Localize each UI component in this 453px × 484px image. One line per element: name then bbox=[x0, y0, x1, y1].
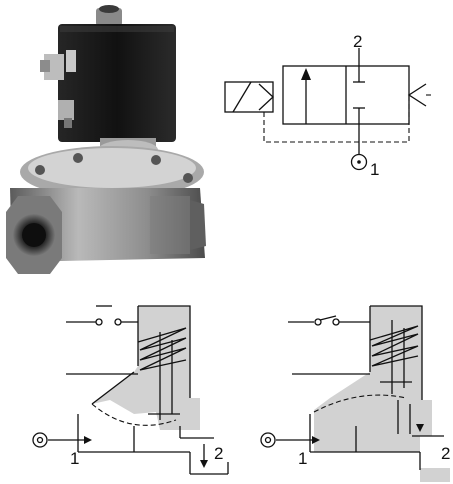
symbol-port-1-label: 1 bbox=[370, 160, 379, 179]
closed-coil-winding bbox=[137, 327, 187, 371]
valve-top-nut bbox=[96, 8, 122, 26]
open-medium-fill bbox=[314, 306, 432, 452]
valve-coil bbox=[58, 24, 176, 142]
closed-inlet-source-icon bbox=[32, 432, 48, 448]
valve-photo bbox=[6, 5, 206, 274]
symbol-spring-return-icon bbox=[407, 83, 427, 107]
open-port-2-label: 2 bbox=[441, 444, 450, 463]
symbol-port-2-label: 2 bbox=[353, 32, 362, 51]
closed-port-2-label: 2 bbox=[214, 444, 223, 463]
open-port-1-label: 1 bbox=[298, 449, 307, 468]
open-diaphragm bbox=[313, 394, 407, 413]
symbol-pressure-source-icon bbox=[350, 153, 368, 171]
valve-circuit-symbol: 2 1 bbox=[224, 32, 432, 179]
open-switch-contact bbox=[319, 315, 337, 321]
closed-diaphragm bbox=[91, 403, 177, 426]
open-outlet-fill bbox=[420, 468, 450, 482]
closed-port-1-label: 1 bbox=[70, 449, 79, 468]
valve-terminals bbox=[40, 50, 76, 128]
cutaway-open: 1 2 bbox=[260, 305, 450, 482]
closed-medium-fill bbox=[92, 306, 200, 430]
open-coil-winding bbox=[369, 325, 419, 367]
symbol-pilot-line bbox=[263, 95, 410, 143]
cutaway-closed: 1 2 bbox=[32, 305, 229, 475]
open-inlet-source-icon bbox=[260, 432, 276, 448]
